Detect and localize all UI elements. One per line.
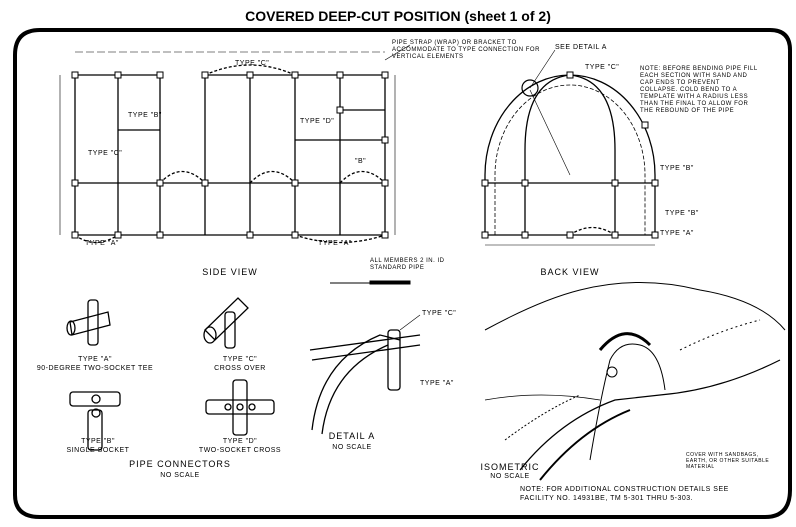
sheet-title: COVERED DEEP-CUT POSITION (sheet 1 of 2)	[245, 8, 551, 24]
back-label-b2: TYPE "B"	[665, 210, 699, 217]
back-label-b: TYPE "B"	[660, 165, 694, 172]
back-label-a: TYPE "A"	[660, 230, 694, 237]
connector-b-desc: SINGLE SOCKET	[66, 447, 130, 454]
detail-a-label-a: TYPE "A"	[420, 380, 454, 387]
side-label-a: TYPE "A"	[85, 240, 119, 247]
side-label-d: TYPE "D"	[300, 118, 335, 125]
connector-d-type: TYPE "D"	[222, 438, 258, 445]
bending-note: NOTE: BEFORE BENDING PIPE FILL EACH SECT…	[640, 66, 758, 114]
isometric-callout: COVER WITH SANDBAGS, EARTH, OR OTHER SUI…	[686, 452, 770, 470]
detail-a-label-c: TYPE "C"	[422, 310, 457, 317]
isometric-note: NOTE: FOR ADDITIONAL CONSTRUCTION DETAIL…	[520, 486, 729, 502]
side-label-c: TYPE "C"	[235, 60, 270, 67]
back-view-caption: BACK VIEW	[540, 267, 600, 277]
detail-a-scale: NO SCALE	[332, 444, 372, 451]
side-view-connectors	[71, 71, 389, 239]
connectors-heading: PIPE CONNECTORS	[129, 459, 231, 469]
connector-a-desc: 90-DEGREE TWO-SOCKET TEE	[36, 365, 154, 372]
connector-c-type: TYPE "C"	[222, 356, 258, 363]
isometric-scale: NO SCALE	[490, 473, 530, 480]
connector-type-a-sketch	[66, 299, 111, 346]
back-label-c: TYPE "C"	[585, 64, 620, 71]
back-view-connectors	[481, 71, 659, 239]
connector-d-desc: TWO-SOCKET CROSS	[198, 447, 282, 454]
isometric-caption: ISOMETRIC	[480, 462, 540, 472]
scale-bar	[330, 280, 411, 285]
side-view-frame	[59, 44, 411, 244]
isometric-sketch	[484, 282, 786, 481]
detail-a-sketch	[309, 314, 421, 435]
connectors-scale: NO SCALE	[160, 472, 200, 479]
connector-type-c-sketch	[203, 297, 249, 349]
side-label-b: TYPE "B"	[128, 112, 162, 119]
back-view-arch	[484, 49, 656, 246]
side-label-b2: "B"	[355, 158, 367, 165]
side-label-a2: TYPE "A"	[318, 240, 352, 247]
connector-c-desc: CROSS OVER	[214, 365, 266, 372]
sheet-border	[13, 28, 792, 519]
strap-note: PIPE STRAP (WRAP) OR BRACKET TO ACCOMMOD…	[392, 40, 540, 60]
connector-a-type: TYPE "A"	[78, 356, 112, 363]
detail-reference: SEE DETAIL A	[555, 44, 607, 51]
side-view-caption: SIDE VIEW	[202, 267, 258, 277]
side-label-c2: TYPE "C"	[88, 150, 123, 157]
detail-a-caption: DETAIL A	[328, 431, 376, 441]
members-note: ALL MEMBERS 2 IN. ID STANDARD PIPE	[370, 258, 445, 271]
connector-b-type: TYPE "B"	[81, 438, 115, 445]
connector-type-d-sketch	[205, 379, 275, 436]
connector-type-b-sketch	[69, 391, 121, 451]
